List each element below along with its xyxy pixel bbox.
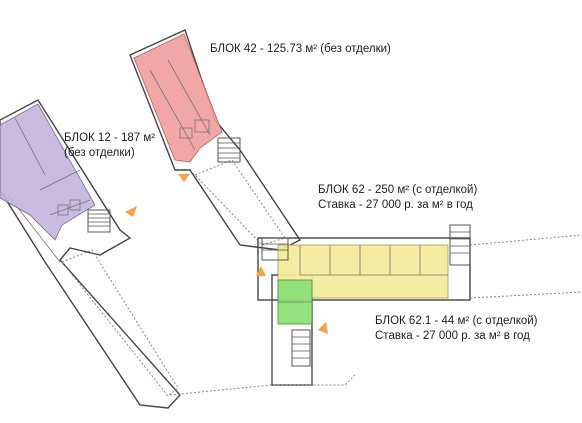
block-62-1-area-text: БЛОК 62.1 - 44 м² (с отделкой) [375,315,538,327]
stairs-icon [87,209,111,233]
block-12-partitions [14,117,91,216]
block-42-partitions [149,59,211,151]
block-42-area-text: БЛОК 42 - 125.73 м² (без отделки) [210,43,391,55]
block-62-1-label: БЛОК 62.1 - 44 м² (с отделкой) Ставка - … [375,314,538,344]
block-62-label: БЛОК 62 - 250 м² (с отделкой) Ставка - 2… [318,183,477,213]
block-12-finish-text: (без отделки) [64,147,135,159]
block-42-area[interactable] [133,33,223,163]
block-12-area[interactable] [0,103,96,241]
entrance-arrow-icon [256,266,266,276]
block-12-area-text: БЛОК 12 - 187 м² [64,132,156,144]
entrance-arrow-icon [318,322,328,334]
stairs-icon [217,137,241,163]
stairs-icon [261,237,289,261]
block-62-area-text: БЛОК 62 - 250 м² (с отделкой) [318,184,478,196]
entrance-arrow-icon [178,174,190,182]
block-12-label: БЛОК 12 - 187 м² (без отделки) [64,131,155,161]
stairs-icon [291,329,311,367]
stairs-icon [449,224,471,266]
block-62-partitions [299,245,448,276]
block-62-1-rate-text: Ставка - 27 000 р. за м² в год [375,330,530,342]
entrance-arrow-icon [125,206,137,217]
block-62-rate-text: Ставка - 27 000 р. за м² в год [318,199,473,211]
block-42-label: БЛОК 42 - 125.73 м² (без отделки) [210,42,391,57]
